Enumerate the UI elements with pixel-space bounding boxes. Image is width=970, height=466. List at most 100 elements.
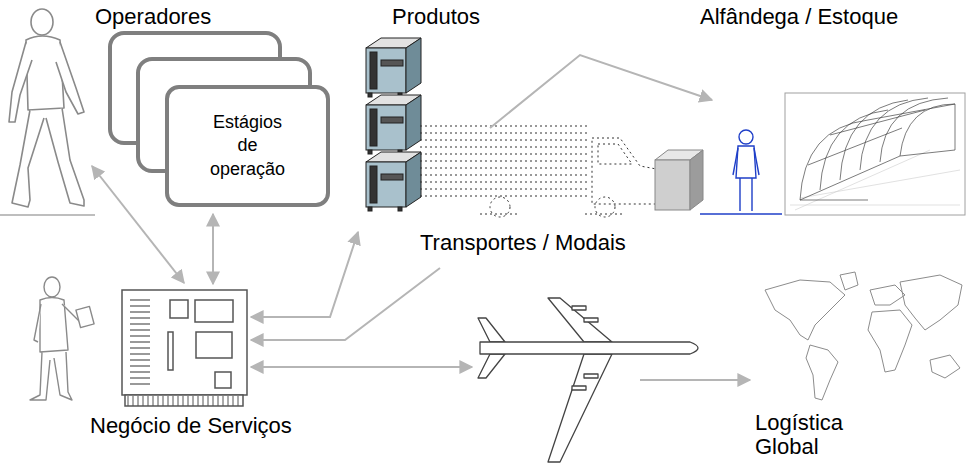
airplane — [584, 374, 598, 378]
circuit-board — [130, 335, 150, 336]
airplane — [548, 298, 612, 342]
container-box — [690, 150, 703, 210]
world-map — [806, 345, 838, 400]
circuit-board — [130, 299, 150, 300]
business-man — [34, 304, 41, 342]
product-stack — [370, 52, 377, 89]
circuit-board — [130, 377, 150, 378]
caption-label: Alfândega / Estoque — [700, 4, 898, 29]
product-stack — [366, 38, 421, 211]
warehouse-image — [800, 170, 960, 198]
operator-figure — [0, 9, 95, 215]
caption-label: Operadores — [95, 4, 211, 29]
airplane — [478, 354, 505, 378]
warehouse-image — [860, 98, 928, 170]
truck-drawing — [420, 196, 590, 197]
warehouse-image — [808, 128, 902, 165]
airplane — [584, 318, 598, 322]
circuit-board — [130, 311, 150, 312]
warehouse-image — [868, 104, 955, 120]
product-stack — [366, 95, 421, 154]
product-stack — [406, 152, 421, 207]
circuit-board — [168, 332, 173, 370]
warehouse-image — [795, 150, 930, 210]
warehouse-image — [800, 120, 868, 200]
truck-drawing — [420, 133, 590, 134]
customs-officer — [739, 130, 753, 144]
circuit-board — [130, 323, 150, 324]
product-stack — [366, 105, 406, 150]
circuit-board — [125, 395, 243, 406]
flow-arrow — [490, 55, 712, 128]
product-stack — [366, 162, 406, 207]
flow-arrow — [251, 366, 472, 368]
warehouse-image — [900, 150, 955, 156]
operator-figure — [56, 42, 84, 114]
circuit-board — [130, 359, 150, 360]
business-man — [54, 352, 72, 400]
world-map — [765, 272, 962, 400]
warehouse-image — [830, 110, 925, 135]
airplane — [478, 318, 505, 342]
world-map — [765, 280, 845, 340]
circuit-board — [128, 396, 238, 406]
circuit-board — [130, 347, 150, 348]
product-stack — [370, 166, 377, 203]
world-map — [930, 355, 960, 378]
circuit-board — [130, 300, 150, 384]
circuit-board — [215, 372, 231, 388]
customs-officer — [700, 213, 782, 214]
world-map — [868, 310, 912, 372]
warehouse-image — [880, 98, 948, 162]
airplane — [548, 354, 612, 462]
container-box — [655, 150, 703, 210]
warehouse-image — [800, 98, 955, 200]
truck-drawing — [420, 182, 590, 183]
product-stack — [406, 95, 421, 150]
truck-drawing — [598, 144, 632, 164]
warehouse-image — [840, 100, 908, 180]
operator-figure — [26, 36, 64, 110]
circuit-board — [196, 332, 232, 358]
circuit-board — [130, 353, 150, 354]
product-stack — [381, 117, 403, 123]
circuit-board — [130, 341, 150, 342]
circuit-board — [130, 383, 150, 384]
truck-drawing — [585, 214, 625, 215]
flow-arrow — [251, 232, 358, 317]
circuit-board — [130, 371, 150, 372]
world-map — [870, 285, 905, 305]
truck-drawing — [420, 161, 590, 162]
operator-figure — [12, 110, 44, 207]
caption-label: Negócio de Serviços — [90, 413, 292, 438]
product-stack — [381, 174, 403, 180]
circuit-board — [195, 300, 233, 322]
truck-drawing — [420, 126, 662, 217]
circuit-board — [170, 300, 188, 318]
product-stack — [406, 38, 421, 93]
truck-drawing — [420, 154, 590, 155]
airplane — [572, 386, 586, 390]
process-box: Estágios de operação — [165, 85, 330, 207]
truck-drawing — [420, 126, 590, 127]
truck-drawing — [480, 214, 520, 215]
circuit-board — [130, 329, 150, 330]
business-man — [30, 277, 94, 400]
caption-label: Produtos — [392, 4, 480, 29]
customs-officer — [733, 148, 738, 175]
customs-officer — [736, 146, 756, 178]
truck-drawing — [592, 138, 662, 204]
warehouse-image — [790, 150, 960, 210]
warehouse-image — [955, 104, 956, 150]
circuit-board — [130, 365, 150, 366]
operator-figure — [46, 108, 84, 206]
product-stack — [398, 207, 402, 211]
product-stack — [366, 48, 406, 93]
product-stack — [368, 93, 372, 97]
operator-figure — [0, 214, 95, 216]
warehouse-image — [900, 104, 955, 156]
business-man — [76, 306, 94, 327]
product-stack — [370, 109, 377, 146]
truck-drawing — [420, 189, 590, 190]
